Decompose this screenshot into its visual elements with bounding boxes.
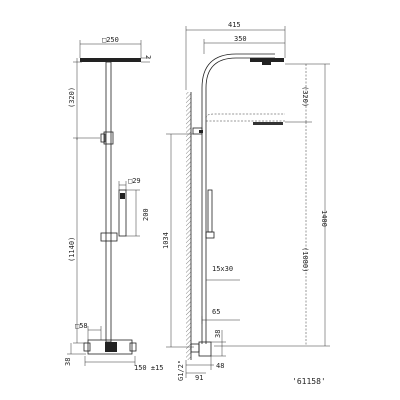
- slider-bracket: [103, 131, 114, 145]
- left-total-height-label: (1140): [68, 237, 76, 262]
- right-head-height-label: (320): [301, 86, 309, 107]
- hand-shower-holder: [100, 232, 118, 242]
- inlet-height-label: 1034: [162, 232, 170, 249]
- product-code: '61158': [292, 377, 326, 386]
- bracket-size-label: 15x30: [212, 265, 233, 273]
- side-view: 415 350 1400 (320) (1080) 1034 15x30 65 …: [162, 21, 330, 382]
- hand-shower: [118, 189, 127, 237]
- depth-91-label: 91: [195, 374, 203, 382]
- offset-label: 65: [212, 308, 220, 316]
- head-thickness-label: 2: [144, 55, 152, 59]
- side-hand-shower: [207, 189, 213, 233]
- mixer: [87, 339, 133, 355]
- front-view: □250 2 □29 200 (320) (: [64, 36, 164, 372]
- side-mixer-height-label: 38: [214, 330, 222, 338]
- side-shower-head: [250, 58, 284, 62]
- mixer-height-label: 38: [64, 358, 72, 366]
- mixer-distance-label: 150 ±15: [134, 364, 164, 372]
- depth-48-label: 48: [216, 362, 224, 370]
- head-diameter-label: □250: [102, 36, 119, 44]
- total-width-label: 415: [228, 21, 241, 29]
- column-height-label: 1400: [320, 210, 328, 227]
- side-mixer: [198, 341, 212, 357]
- inlet-thread-label: G1/2": [177, 360, 185, 381]
- side-column: [201, 53, 275, 344]
- hand-shower-width-label: □29: [128, 177, 141, 185]
- hand-shower-length-label: 200: [142, 208, 150, 221]
- arm-length-label: 350: [234, 35, 247, 43]
- rail-height-label: (1080): [301, 247, 309, 272]
- mixer-size-label: □58: [75, 322, 88, 330]
- shower-head: [80, 58, 141, 62]
- column: [105, 61, 112, 343]
- left-head-height-label: (320): [68, 87, 76, 108]
- wall: [186, 92, 191, 360]
